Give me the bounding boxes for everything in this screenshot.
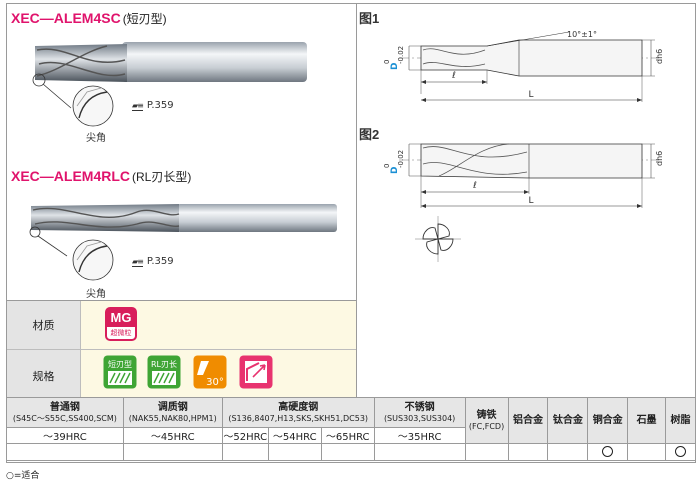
mg-badge-sub: 超微粒 — [110, 329, 132, 337]
corner-label: 尖角 — [86, 289, 106, 300]
table-header: 钛合金 — [547, 397, 589, 444]
hrc-cell: ～54HRC — [267, 427, 322, 444]
angle-dim: 10°±1° — [567, 30, 597, 39]
overall-length-dim: L — [528, 90, 533, 100]
page-ref-text: P.359 — [146, 100, 174, 111]
fit-cell — [267, 443, 322, 461]
svg-text:0: 0 — [383, 60, 391, 64]
material-table: 普通钢(S45C～S55C,SS400,SCM) 调质钢(NAK55,NAK80… — [6, 397, 696, 461]
hrc-cell: ～35HRC — [373, 427, 466, 444]
rl-flute-badge: RL刃长 — [147, 355, 181, 389]
table-header: 调质钢(NAK55,NAK80,HPM1) — [122, 397, 223, 428]
mg-badge-main: MG — [107, 309, 135, 327]
end-view-icon — [415, 216, 461, 262]
fit-cell — [464, 443, 509, 461]
fit-cell — [320, 443, 375, 461]
product-title: XEC—ALEM4SC(短刃型) — [11, 10, 167, 27]
catalog-page-icon: ▰≡ — [132, 100, 144, 111]
panel-divider — [356, 4, 357, 401]
suitable-mark — [602, 446, 614, 458]
flute-length-dim: ℓ — [472, 181, 477, 191]
page-reference[interactable]: ▰≡ P.359 — [132, 100, 174, 111]
product-type: (RL刃长型) — [132, 170, 192, 184]
badge-text: 30° — [206, 377, 224, 388]
end-mill-long-image — [29, 204, 337, 281]
product-code: XEC—ALEM4RLC — [11, 168, 131, 184]
legend-note: ○=适合 — [6, 471, 40, 481]
table-header: 铸铁(FC,FCD) — [464, 397, 509, 444]
short-flute-badge: 短刃型 — [103, 355, 137, 389]
table-fit-row — [6, 443, 696, 461]
table-header: 铝合金 — [507, 397, 549, 444]
fit-cell — [221, 443, 269, 461]
badge-text: RL刃长 — [151, 359, 177, 369]
corner-label: 尖角 — [86, 133, 106, 144]
shank-dia-dim: dh6 — [655, 49, 664, 64]
helix-angle-badge: 30° — [193, 355, 227, 389]
attributes-panel: 材质 MG 超微粒 规格 短刃型 RL刃长 — [7, 300, 356, 402]
fit-cell — [665, 443, 696, 461]
figure-2-drawing: ℓ L dh6 D 0 -0.02 — [383, 143, 664, 208]
suitable-mark — [675, 446, 686, 458]
diameter-dim: D — [390, 63, 400, 70]
overall-length-dim: L — [528, 196, 533, 206]
hrc-cell: ～39HRC — [6, 427, 124, 444]
page-ref-text: P.359 — [146, 256, 174, 267]
sharp-corner-badge — [239, 355, 273, 389]
hrc-cell: ～52HRC — [221, 427, 269, 444]
table-header: 树脂 — [665, 397, 696, 444]
hrc-cell: ～65HRC — [320, 427, 375, 444]
fit-cell — [373, 443, 466, 461]
figure-label: 图2 — [359, 127, 380, 142]
table-header: 石墨 — [627, 397, 666, 444]
table-header: 不锈钢(SUS303,SUS304) — [373, 397, 466, 428]
product-title: XEC—ALEM4RLC(RL刃长型) — [11, 168, 191, 185]
diameter-dim: D — [390, 167, 400, 174]
row-divider — [7, 349, 356, 350]
catalog-page-icon: ▰≡ — [132, 256, 144, 267]
fit-cell — [6, 443, 124, 461]
svg-text:0: 0 — [383, 164, 391, 168]
end-mill-short-image — [32, 42, 307, 127]
catalog-frame: XEC—ALEM4SC(短刃型) 尖角 ▰≡ P.359 XEC—ALEM4RL… — [6, 3, 696, 463]
material-row: 材质 MG 超微粒 — [7, 301, 356, 349]
svg-text:-0.02: -0.02 — [397, 150, 405, 168]
hrc-cell: ～45HRC — [122, 427, 223, 444]
table-header: 普通钢(S45C～S55C,SS400,SCM) — [6, 397, 124, 428]
table-header: 高硬度钢(S136,8407,H13,SKS,SKH51,DC53) — [221, 397, 375, 428]
mg-badge: MG 超微粒 — [105, 307, 137, 341]
figure-label: 图1 — [359, 11, 380, 26]
spec-value: 短刃型 RL刃长 30° — [81, 350, 356, 402]
spec-label: 规格 — [7, 350, 81, 402]
table-header-row: 普通钢(S45C～S55C,SS400,SCM) 调质钢(NAK55,NAK80… — [6, 397, 696, 444]
badge-text: 短刃型 — [108, 359, 132, 369]
material-label: 材质 — [7, 301, 81, 349]
shank-dia-dim: dh6 — [655, 151, 664, 166]
table-header: 铜合金 — [587, 397, 629, 444]
fit-cell — [547, 443, 589, 461]
fit-cell — [627, 443, 666, 461]
page-reference[interactable]: ▰≡ P.359 — [132, 256, 174, 267]
svg-text:-0.02: -0.02 — [397, 46, 405, 64]
figure-1-drawing: 10°±1° ℓ L dh6 D 0 -0.02 — [383, 30, 664, 102]
spec-row: 规格 短刃型 RL刃长 30° — [7, 350, 356, 402]
fit-cell — [587, 443, 629, 461]
fit-cell — [507, 443, 549, 461]
flute-length-dim: ℓ — [451, 71, 456, 81]
product-type: (短刃型) — [122, 12, 167, 26]
product-code: XEC—ALEM4SC — [11, 10, 121, 26]
fit-cell — [122, 443, 223, 461]
material-value: MG 超微粒 — [81, 301, 356, 349]
